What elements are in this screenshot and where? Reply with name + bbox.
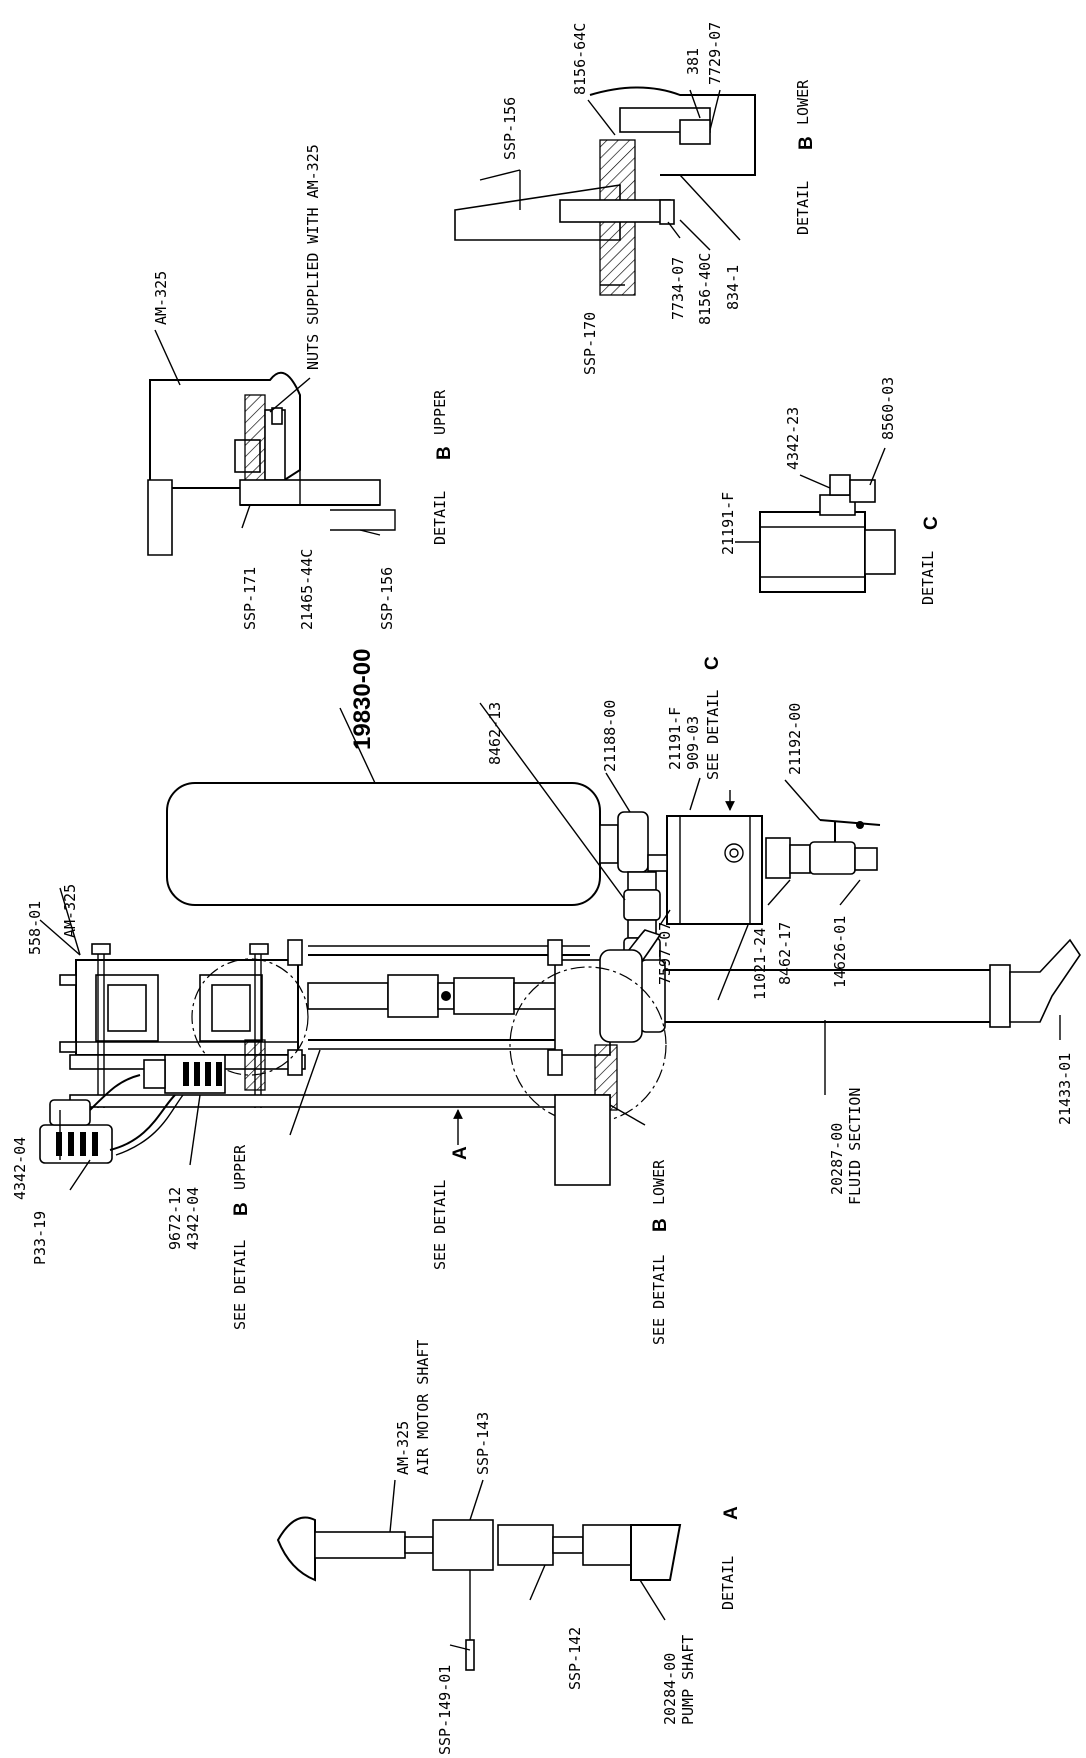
- label-c-8560: 8560-03: [879, 377, 897, 440]
- label-c-title: DETAIL: [919, 551, 937, 605]
- main-assembly: [39, 782, 1081, 1186]
- label-a-ssp142: SSP-142: [566, 1627, 584, 1690]
- leader-lines: [39, 89, 1061, 1651]
- label-b-lower-7729: 7729-07: [706, 22, 724, 85]
- callout-labels: 19830-00 AM-325 558-01 8462-13 21188-00 …: [11, 22, 1074, 1755]
- label-see-a: SEE DETAIL: [431, 1180, 449, 1270]
- label-909-03: 909-03: [684, 716, 702, 770]
- label-b-lower-7734: 7734-07: [669, 257, 687, 320]
- label-b-upper-title-suffix: UPPER: [431, 389, 449, 435]
- label-21188: 21188-00: [601, 700, 619, 772]
- label-see-detail-c-letter: C: [702, 656, 723, 670]
- label-see-b-upper-suffix: UPPER: [231, 1144, 249, 1190]
- label-b-lower-ssp156: SSP-156: [501, 97, 519, 160]
- label-b-lower-title-suffix: LOWER: [794, 79, 812, 125]
- label-21191-f: 21191-F: [666, 707, 684, 770]
- label-b-upper-ssp171: SSP-171: [241, 567, 259, 630]
- label-b-lower-ssp170: SSP-170: [581, 312, 599, 375]
- label-fluid-section: FLUID SECTION: [846, 1088, 864, 1205]
- label-4342-04: 4342-04: [11, 1137, 29, 1200]
- label-b-lower-8156-64c: 8156-64C: [571, 23, 589, 95]
- label-a-20284: 20284-00: [661, 1653, 679, 1725]
- label-11021: 11021-24: [751, 928, 769, 1000]
- label-20287: 20287-00: [828, 1123, 846, 1195]
- label-see-b-lower-letter: B: [650, 1218, 671, 1232]
- label-b-lower-title-letter: B: [796, 136, 817, 150]
- label-c-title-letter: C: [921, 516, 942, 530]
- label-b-upper-bolt: 21465-44C: [298, 549, 316, 630]
- label-a-pump-shaft: PUMP SHAFT: [679, 1635, 697, 1725]
- manifold-block: [666, 815, 763, 925]
- fluid-section: [659, 969, 1001, 1023]
- accumulator-tank: [166, 782, 601, 906]
- label-am325-top: AM-325: [61, 884, 79, 938]
- label-p33-19: P33-19: [31, 1211, 49, 1265]
- label-b-lower-title: DETAIL: [794, 181, 812, 235]
- detail-b-lower: [454, 86, 756, 296]
- label-21192: 21192-00: [786, 703, 804, 775]
- label-a-am325: AM-325: [394, 1421, 412, 1475]
- detail-c: [759, 474, 896, 593]
- label-see-b-upper-letter: B: [231, 1202, 252, 1216]
- label-8462-13: 8462-13: [486, 702, 504, 765]
- label-a-air-motor-shaft: AIR MOTOR SHAFT: [414, 1340, 432, 1475]
- label-b-upper-title-letter: B: [434, 446, 455, 460]
- label-b-lower-8156-40c: 8156-40C: [696, 253, 714, 325]
- label-see-b-lower-suffix: LOWER: [650, 1159, 668, 1205]
- label-b-upper-ssp156: SSP-156: [378, 567, 396, 630]
- label-b-upper-nuts: NUTS SUPPLIED WITH AM-325: [304, 144, 322, 370]
- label-b-upper-am325: AM-325: [152, 271, 170, 325]
- label-a-ssp149: SSP-149-01: [436, 1665, 454, 1755]
- label-a-title: DETAIL: [719, 1556, 737, 1610]
- label-7597: 7597-07: [656, 922, 674, 985]
- label-see-b-upper: SEE DETAIL: [231, 1240, 249, 1330]
- label-9672-12: 9672-12: [166, 1187, 184, 1250]
- detail-a: [276, 1516, 682, 1671]
- label-a-ssp143: SSP-143: [474, 1412, 492, 1475]
- label-c-21191: 21191-F: [719, 492, 737, 555]
- label-b-lower-381: 381: [684, 48, 702, 75]
- label-558: 558-01: [26, 901, 44, 955]
- label-8462-17: 8462-17: [776, 922, 794, 985]
- label-14626: 14626-01: [831, 916, 849, 988]
- label-see-b-lower: SEE DETAIL: [650, 1255, 668, 1345]
- label-tank: 19830-00: [349, 649, 376, 750]
- label-a-title-letter: A: [721, 1506, 742, 1520]
- label-see-detail-c: SEE DETAIL: [704, 690, 722, 780]
- detail-b-upper: [147, 371, 396, 556]
- label-b-lower-834: 834-1: [724, 265, 742, 310]
- label-c-4342-23: 4342-23: [784, 407, 802, 470]
- label-b-upper-title: DETAIL: [431, 491, 449, 545]
- label-4342-04-b: 4342-04: [184, 1187, 202, 1250]
- label-see-a-letter: A: [450, 1146, 471, 1160]
- label-21433: 21433-01: [1056, 1053, 1074, 1125]
